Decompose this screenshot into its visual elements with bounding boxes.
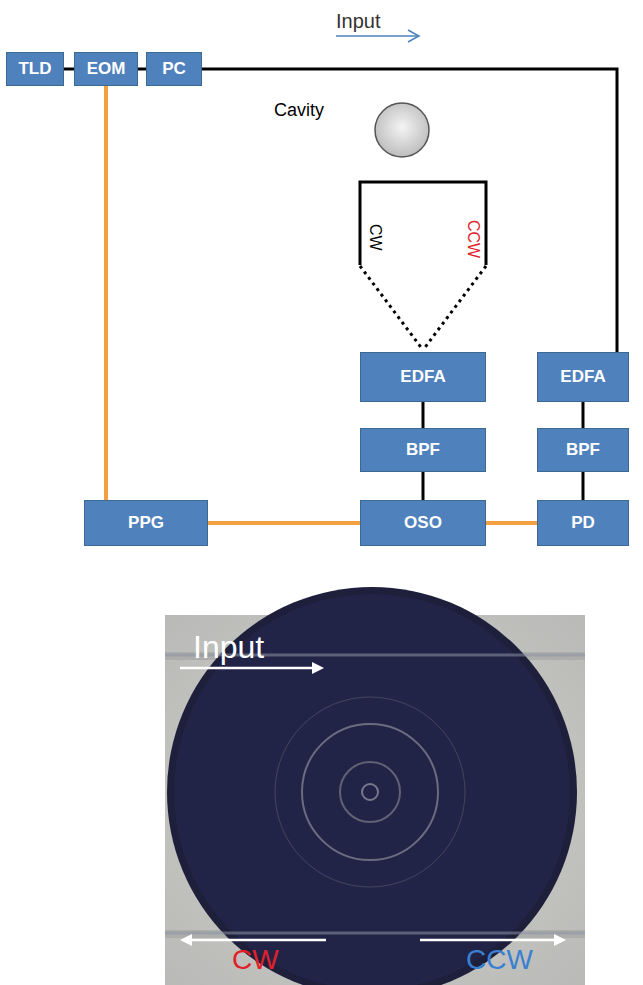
photo-input-label: Input [193, 630, 264, 665]
box-label: EDFA [560, 367, 605, 387]
photo-ccw-label: CCW [466, 945, 533, 976]
cavity-sphere [375, 103, 429, 157]
box-label: PD [571, 513, 595, 533]
box-label: EOM [87, 59, 126, 79]
electrical-cable [208, 521, 360, 525]
box-label: OSO [404, 513, 442, 533]
box-label: PC [162, 59, 186, 79]
optical-fibre [422, 402, 425, 428]
modulator-box: EOM [74, 52, 138, 86]
box-label: PPG [128, 513, 164, 533]
optical-fibre [582, 472, 585, 500]
optical-fibre [64, 68, 74, 71]
amplifier-box: EDFA [537, 352, 629, 402]
microscope-photo [165, 587, 585, 985]
output-fibre [360, 182, 486, 265]
fibre-switch-dotted [360, 266, 423, 350]
photo-arrows [180, 662, 566, 946]
cw-label: CW [366, 224, 384, 251]
box-label: EDFA [400, 367, 445, 387]
fibre-switch-dotted [423, 266, 486, 350]
optical-fibre [422, 472, 425, 500]
optical-fibre [582, 402, 585, 428]
cavity-label: Cavity [274, 101, 324, 121]
filter-box: BPF [360, 428, 486, 472]
oscilloscope-box: OSO [360, 500, 486, 546]
filter-box: BPF [537, 428, 629, 472]
photo-cw-label: CW [232, 945, 279, 976]
input-label: Input [336, 10, 380, 32]
laser-box: TLD [6, 52, 64, 86]
box-label: TLD [18, 59, 51, 79]
optical-fibre [202, 69, 617, 352]
electrical-cable [486, 521, 537, 525]
electrical-cable [104, 86, 108, 500]
polarization-box: PC [146, 52, 202, 86]
ccw-label: CCW [464, 220, 482, 258]
box-label: BPF [566, 440, 600, 460]
optical-fibre [138, 68, 146, 71]
photodetector-box: PD [537, 500, 629, 546]
pulse-generator-box: PPG [84, 500, 208, 546]
box-label: BPF [406, 440, 440, 460]
amplifier-box: EDFA [360, 352, 486, 402]
